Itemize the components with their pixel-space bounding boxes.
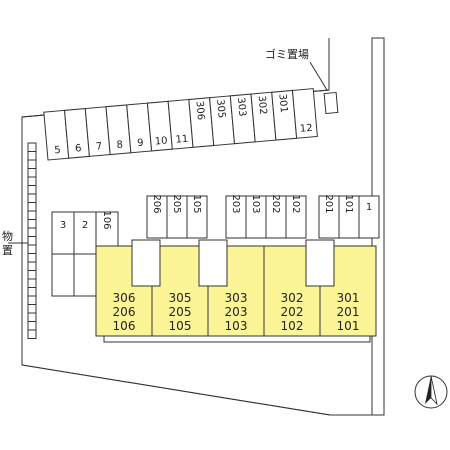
bike-space-label: 202 <box>270 194 281 213</box>
bike-parking-groups: 206 205 105 203 103 202 102 201 101 1 <box>146 194 380 239</box>
unit-number: 303 <box>225 291 248 305</box>
storage-label-1: 物 <box>2 229 13 243</box>
parking-space-label: 305 <box>214 99 227 119</box>
storage-cell <box>27 219 37 229</box>
bike-space-label: 205 <box>171 194 182 213</box>
storage-cell <box>27 270 37 280</box>
parking-space-label: 9 <box>137 138 144 150</box>
storage-cell <box>27 193 37 203</box>
storage-cell <box>27 210 37 220</box>
unit-number: 203 <box>225 305 248 319</box>
unit-number: 305 <box>169 291 192 305</box>
unit-number: 201 <box>337 305 360 319</box>
storage-cell <box>27 287 37 297</box>
bike-space <box>285 195 307 239</box>
bike-space-label: 105 <box>191 194 202 213</box>
parking-space-label: 8 <box>116 139 123 151</box>
bike-space-label: 203 <box>230 194 241 213</box>
site-boundary-outline <box>21 38 385 416</box>
bike-space-label: 102 <box>290 194 301 213</box>
stairwell <box>305 239 335 287</box>
parking-space <box>73 211 97 255</box>
unit-number: 306 <box>113 291 136 305</box>
storage-cell <box>27 329 37 339</box>
storage-cell <box>27 278 37 288</box>
bike-space-label: 201 <box>323 194 334 213</box>
storage-cell <box>27 253 37 263</box>
parking-space-label: 12 <box>299 123 313 135</box>
bike-space <box>186 195 208 239</box>
unit-number: 205 <box>169 305 192 319</box>
storage-cell <box>27 168 37 178</box>
garbage-leader-line <box>309 61 328 91</box>
parking-space-label: 7 <box>95 141 102 153</box>
bike-space <box>358 195 380 239</box>
stairwell <box>131 239 161 287</box>
bike-space-label: 206 <box>151 194 162 213</box>
top-parking-row: 5 6 7 8 9 10 11 306 305 303 302 301 12 <box>43 88 318 161</box>
unit-number: 106 <box>113 319 136 333</box>
storage-cell <box>27 142 37 152</box>
storage-cell <box>27 176 37 186</box>
unit-number: 103 <box>225 319 248 333</box>
parking-space-label: 306 <box>193 101 206 121</box>
north-arrow-icon <box>414 375 448 409</box>
bike-space-label: 1 <box>366 202 372 213</box>
parking-space-label: 301 <box>276 93 289 113</box>
building-shadow <box>103 336 371 343</box>
garbage-label: ゴミ置場 <box>265 47 309 61</box>
parking-space-label: 3 <box>60 220 66 231</box>
unit-number: 302 <box>281 291 304 305</box>
storage-cell <box>27 312 37 322</box>
parking-space-label: 302 <box>256 95 269 115</box>
storage-cell <box>27 151 37 161</box>
parking-space-label: 303 <box>235 97 248 117</box>
parking-space-label: 106 <box>101 210 112 229</box>
unit-number: 105 <box>169 319 192 333</box>
storage-cell <box>27 185 37 195</box>
left-parking-block: 3 2 106 <box>51 210 119 297</box>
storage-label-2: 置 <box>2 244 13 257</box>
unit-number: 206 <box>113 305 136 319</box>
garbage-box <box>323 91 339 115</box>
unit-number: 301 <box>337 291 360 305</box>
storage-cell <box>27 227 37 237</box>
storage-cell <box>27 244 37 254</box>
parking-space-label: 11 <box>175 134 189 146</box>
storage-cell <box>27 261 37 271</box>
storage-cell <box>27 236 37 246</box>
storage-cell <box>27 295 37 305</box>
storage-cell <box>27 159 37 169</box>
stairwell <box>198 239 228 287</box>
storage-cell <box>27 321 37 331</box>
parking-space-label: 2 <box>82 220 88 231</box>
storage-cell <box>27 202 37 212</box>
bike-space-label: 101 <box>343 194 354 213</box>
parking-space <box>51 211 75 255</box>
storage-strip <box>27 142 37 339</box>
parking-space-label: 5 <box>54 145 61 157</box>
unit-number: 102 <box>281 319 304 333</box>
bike-space-label: 103 <box>250 194 261 213</box>
garbage-area: ゴミ置場 <box>265 47 339 115</box>
parking-space <box>73 253 97 297</box>
parking-space <box>51 253 75 297</box>
unit-number: 202 <box>281 305 304 319</box>
parking-space <box>291 88 318 139</box>
unit-number: 101 <box>337 319 360 333</box>
parking-space-label: 10 <box>154 136 168 148</box>
storage-cell <box>27 304 37 314</box>
parking-space-label: 6 <box>75 143 82 155</box>
